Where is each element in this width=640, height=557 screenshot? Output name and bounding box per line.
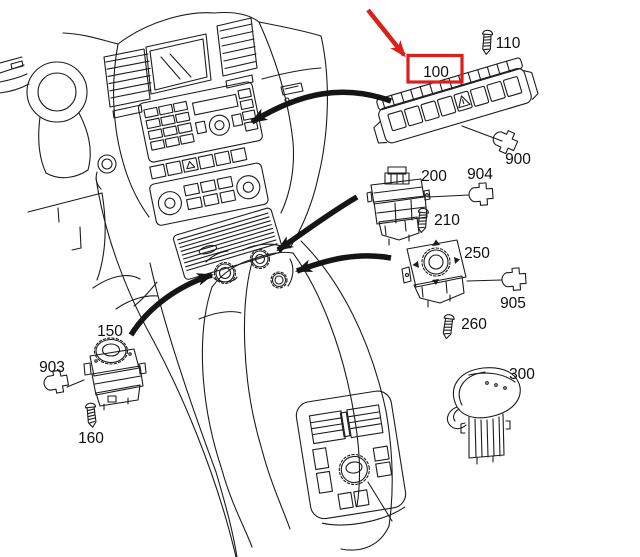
callout-arrow-250 — [295, 253, 392, 274]
display-screen — [145, 33, 212, 95]
rear-console-panel — [295, 390, 407, 526]
part-label-904[interactable]: 904 — [467, 166, 493, 183]
part-250-drawing — [401, 239, 467, 308]
right-air-vent — [216, 17, 258, 89]
storage-tray — [172, 207, 283, 280]
highlight-box — [406, 53, 464, 84]
part-label-210[interactable]: 210 — [434, 212, 460, 229]
highlight-arrow — [366, 8, 406, 58]
part-label-110[interactable]: 110 — [496, 35, 521, 52]
part-904-drawing — [467, 181, 495, 207]
climate-control — [149, 162, 269, 226]
part-labels: 100 110 900 200 904 210 250 905 260 150 … — [39, 35, 535, 447]
part-110-drawing — [480, 29, 494, 56]
center-console-illustration — [95, 177, 393, 557]
console-knob-middle — [249, 248, 271, 270]
dashboard-illustration — [0, 11, 407, 557]
part-label-160[interactable]: 160 — [78, 430, 104, 447]
part-label-200[interactable]: 200 — [421, 168, 447, 185]
part-300-drawing — [446, 367, 521, 465]
switch-row-location — [149, 147, 248, 180]
part-label-250[interactable]: 250 — [464, 245, 490, 262]
console-knob-left — [213, 261, 238, 285]
part-905-drawing — [500, 266, 528, 292]
part-260-drawing — [440, 313, 456, 340]
hazard-triangle-icon — [458, 95, 471, 109]
callout-arrow-100 — [250, 89, 392, 125]
steering-wheel — [0, 61, 91, 179]
left-air-vent — [103, 48, 152, 119]
part-label-905[interactable]: 905 — [500, 295, 526, 312]
callout-arrow-200 — [276, 194, 359, 253]
part-160-drawing — [84, 402, 99, 429]
part-label-903[interactable]: 903 — [39, 359, 65, 376]
part-200-drawing — [366, 166, 431, 246]
part-label-100[interactable]: 100 — [423, 64, 449, 81]
callout-arrow-150 — [128, 272, 214, 337]
part-label-260[interactable]: 260 — [461, 316, 487, 333]
part-label-150[interactable]: 150 — [97, 323, 123, 340]
console-knob-right — [270, 271, 288, 289]
part-label-900[interactable]: 900 — [505, 151, 531, 168]
part-150-drawing — [83, 337, 147, 411]
start-button — [95, 154, 117, 190]
part-label-300[interactable]: 300 — [509, 366, 535, 383]
